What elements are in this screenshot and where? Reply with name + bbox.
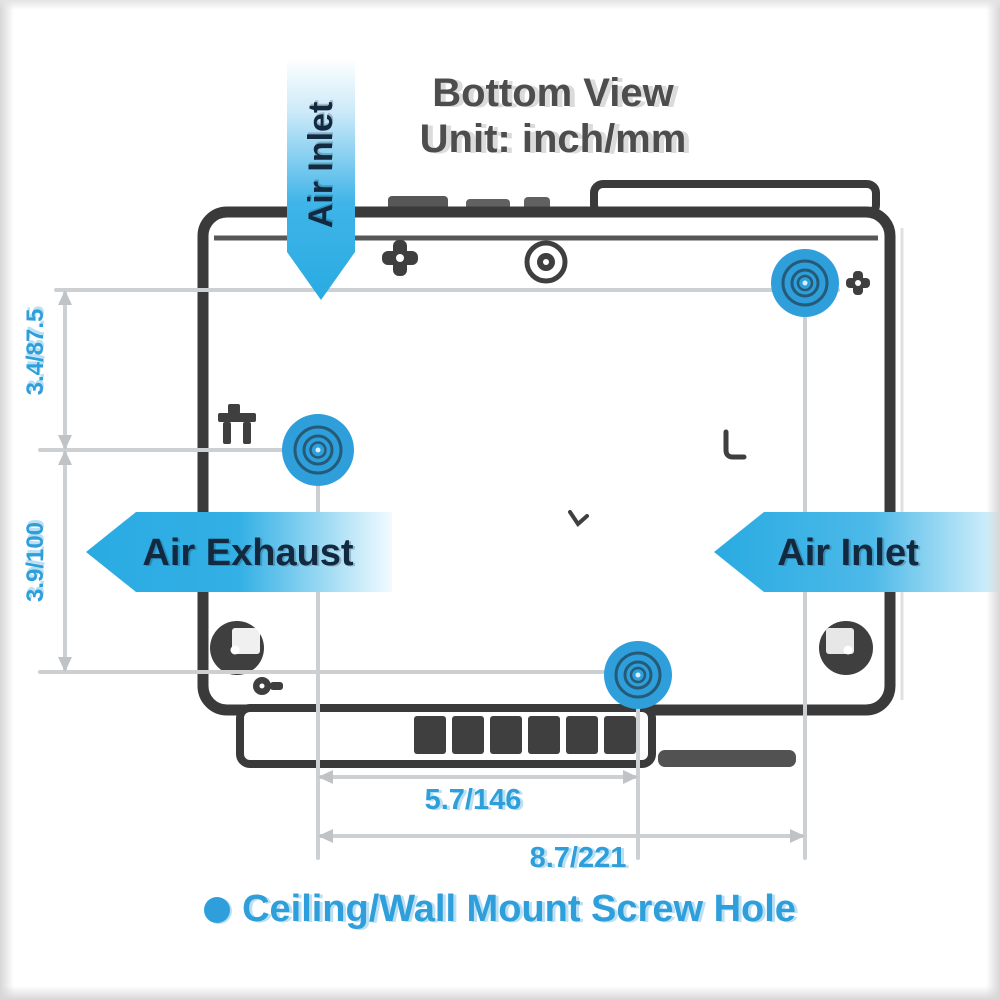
- screw-hole-marker-bottom: [604, 641, 672, 709]
- bottom-stub: [658, 750, 796, 767]
- air-exhaust-label: Air Exhaust: [142, 532, 354, 574]
- dimension-label-side-upper: 3.4/87.5: [22, 308, 49, 396]
- small-screw-icon: [846, 271, 870, 295]
- diagram-title: Bottom View Unit: inch/mm: [403, 70, 703, 163]
- screw-hole-marker-top-right: [771, 249, 839, 317]
- legend: Ceiling/Wall Mount Screw Hole: [0, 886, 1000, 932]
- air-inlet-right-ribbon: [714, 512, 1000, 592]
- hook-icon: [723, 429, 747, 460]
- dimension-label-side-lower: 3.9/100: [22, 521, 49, 603]
- air-exhaust-ribbon: [86, 512, 392, 592]
- grille-slot: [528, 716, 560, 754]
- legend-text: Ceiling/Wall Mount Screw Hole: [242, 888, 796, 930]
- grille-slot: [490, 716, 522, 754]
- phillips-screw-icon: [382, 240, 418, 276]
- vent-grille: [236, 704, 796, 768]
- air-inlet-top-label: Air Inlet: [302, 101, 340, 229]
- grille-slot: [604, 716, 636, 754]
- grille-slot: [566, 716, 598, 754]
- dimension-arrowheads: [58, 290, 805, 843]
- mount-clip-icon: [218, 404, 256, 444]
- screw-hole-marker-left: [282, 414, 354, 486]
- gear-boss-icon-left: [210, 621, 283, 695]
- grille-slot: [414, 716, 446, 754]
- tick-mark-icon: [568, 510, 589, 528]
- grille-slot: [452, 716, 484, 754]
- round-screw-icon: [524, 240, 568, 284]
- air-inlet-top-ribbon: [287, 58, 355, 300]
- air-inlet-right-label: Air Inlet: [777, 532, 919, 574]
- dimension-label-bottom-outer: 8.7/221: [529, 842, 627, 874]
- title-line-view: Bottom View: [432, 71, 674, 115]
- dimension-label-bottom-inner: 5.7/146: [424, 784, 522, 816]
- title-line-units: Unit: inch/mm: [419, 117, 687, 162]
- screw-hole-bullet-icon: [204, 897, 231, 923]
- gear-boss-icon-right: [819, 621, 873, 675]
